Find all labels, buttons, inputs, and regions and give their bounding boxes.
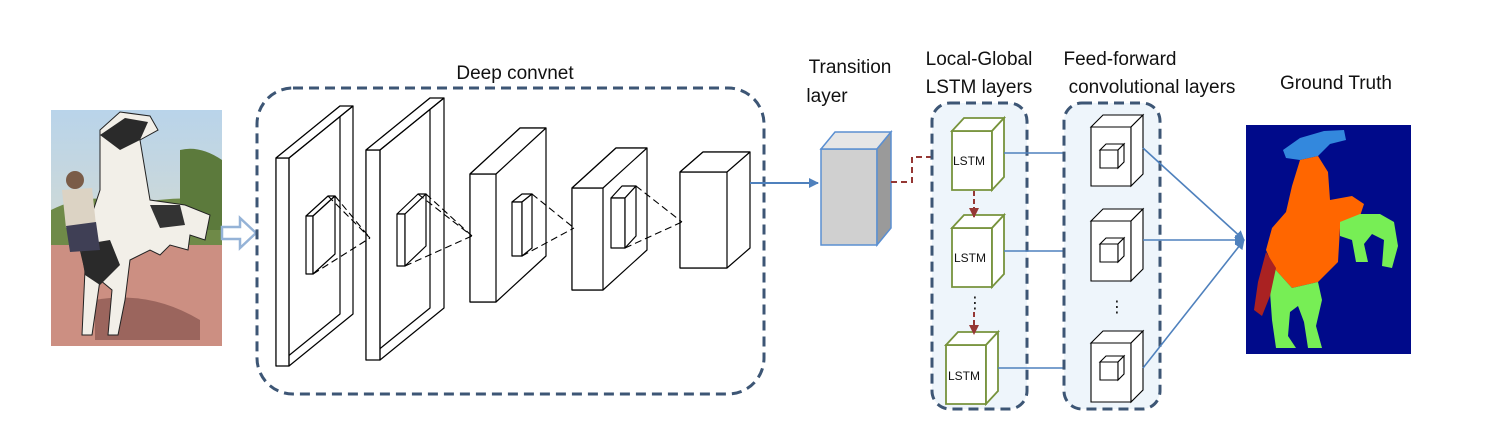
input-photo: [51, 110, 222, 346]
lstm-cell-2: [949, 212, 1007, 290]
conv-layer-4: [571, 147, 648, 291]
lstm-group-label-line1: Local-Global: [926, 49, 1033, 70]
ff-block-3: [1089, 329, 1145, 404]
lstm-cell-3-label: LSTM: [948, 369, 980, 383]
lstm-cell-1-label: LSTM: [953, 154, 985, 168]
input-arrow: [220, 215, 258, 251]
conv-layer-1: [275, 105, 354, 367]
arrow-ff1-to-output: [1142, 147, 1245, 241]
deep-convnet-group: [255, 86, 766, 396]
lstm-cell-2-label: LSTM: [954, 251, 986, 265]
arrow-transition-to-lstm: [891, 152, 949, 183]
lstm-group-label-line2: LSTM layers: [926, 77, 1033, 98]
arrow-ff3-to-output: [1142, 239, 1245, 369]
conv-layer-5: [679, 151, 751, 269]
lstm-ellipsis: ⋮: [967, 295, 983, 312]
transition-layer-block: [819, 129, 893, 248]
transition-label-line2: layer: [806, 86, 848, 107]
ff-group-label-line1: Feed-forward: [1064, 49, 1177, 70]
kernel-2: [396, 193, 427, 267]
deep-convnet-label: Deep convnet: [456, 63, 574, 84]
ground-truth-segmentation: [1246, 125, 1411, 354]
kernel-4: [610, 185, 637, 249]
ff-group-label-line2: convolutional layers: [1069, 77, 1236, 98]
conv-layer-3: [469, 127, 547, 303]
ff-block-1: [1089, 113, 1145, 188]
ff-ellipsis: ⋮: [1109, 299, 1125, 316]
lstm-cell-1: [949, 115, 1007, 193]
ground-truth-label: Ground Truth: [1280, 73, 1392, 94]
transition-label-line1: Transition: [809, 57, 892, 78]
receptive-field-lines: [312, 185, 683, 275]
kernel-3: [511, 193, 533, 257]
ff-block-2: [1089, 207, 1145, 283]
kernel-1: [305, 195, 336, 275]
lstm-cell-3: [943, 329, 1001, 407]
